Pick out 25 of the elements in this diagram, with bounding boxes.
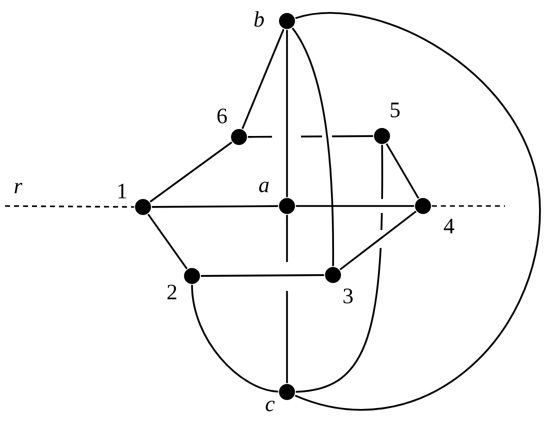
curved-edge xyxy=(296,144,384,393)
edge-line xyxy=(147,214,188,270)
vertex-label: b xyxy=(254,11,264,27)
edge-line xyxy=(296,205,414,207)
vertex-label: a xyxy=(259,182,269,192)
edge-line xyxy=(340,210,416,270)
edge-line xyxy=(286,30,288,198)
edge-line xyxy=(242,28,284,130)
vertex-label: c xyxy=(266,400,275,412)
vertex-label: 1 xyxy=(118,184,126,198)
vertex-label: 3 xyxy=(344,288,353,304)
edge-line xyxy=(152,205,278,208)
edge-line xyxy=(386,143,420,199)
vertex-label: 2 xyxy=(167,284,176,300)
curved-edge xyxy=(292,28,334,266)
vertex-label: 5 xyxy=(390,102,400,118)
dotted-line xyxy=(432,205,505,207)
vertex-label: 6 xyxy=(217,108,227,124)
dotted-line xyxy=(5,205,134,208)
edge-line xyxy=(150,142,232,202)
edge-line xyxy=(200,274,324,277)
curved-edge xyxy=(294,12,541,410)
curved-edge xyxy=(191,284,278,393)
vertex-label: 4 xyxy=(444,218,454,234)
line-label: r xyxy=(14,182,22,194)
